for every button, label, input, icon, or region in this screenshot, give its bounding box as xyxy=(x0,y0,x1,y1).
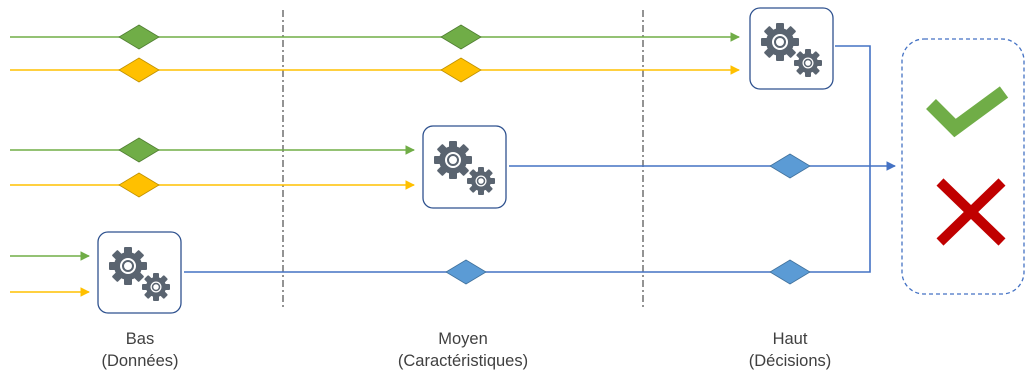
level-subtitle: (Données) xyxy=(101,352,179,370)
diamond-blue xyxy=(769,259,811,285)
level-label-haut: Haut (Décisions) xyxy=(670,328,910,372)
checkmark-icon xyxy=(926,86,1009,138)
level-label-bas: Bas (Données) xyxy=(20,328,260,372)
process-box-bas xyxy=(97,231,182,314)
diamond-green xyxy=(118,137,160,163)
bas-output-connector xyxy=(184,166,871,273)
level-subtitle: (Caractéristiques) xyxy=(397,352,529,370)
decision-box xyxy=(901,38,1025,295)
diamond-green xyxy=(440,24,482,50)
diamond-green xyxy=(118,24,160,50)
diamond-blue xyxy=(445,259,487,285)
level-name: Haut xyxy=(772,330,808,348)
level-label-moyen: Moyen (Caractéristiques) xyxy=(343,328,583,372)
level-subtitle: (Décisions) xyxy=(748,352,832,370)
diamond-blue xyxy=(769,153,811,179)
diamond-yellow xyxy=(118,172,160,198)
level-name: Moyen xyxy=(438,330,488,348)
haut-output-connector xyxy=(835,45,871,166)
process-box-haut xyxy=(749,7,834,90)
diamond-yellow xyxy=(440,57,482,83)
cross-icon xyxy=(936,178,1006,246)
level-name: Bas xyxy=(125,330,155,348)
process-box-moyen xyxy=(422,125,507,209)
diamond-yellow xyxy=(118,57,160,83)
